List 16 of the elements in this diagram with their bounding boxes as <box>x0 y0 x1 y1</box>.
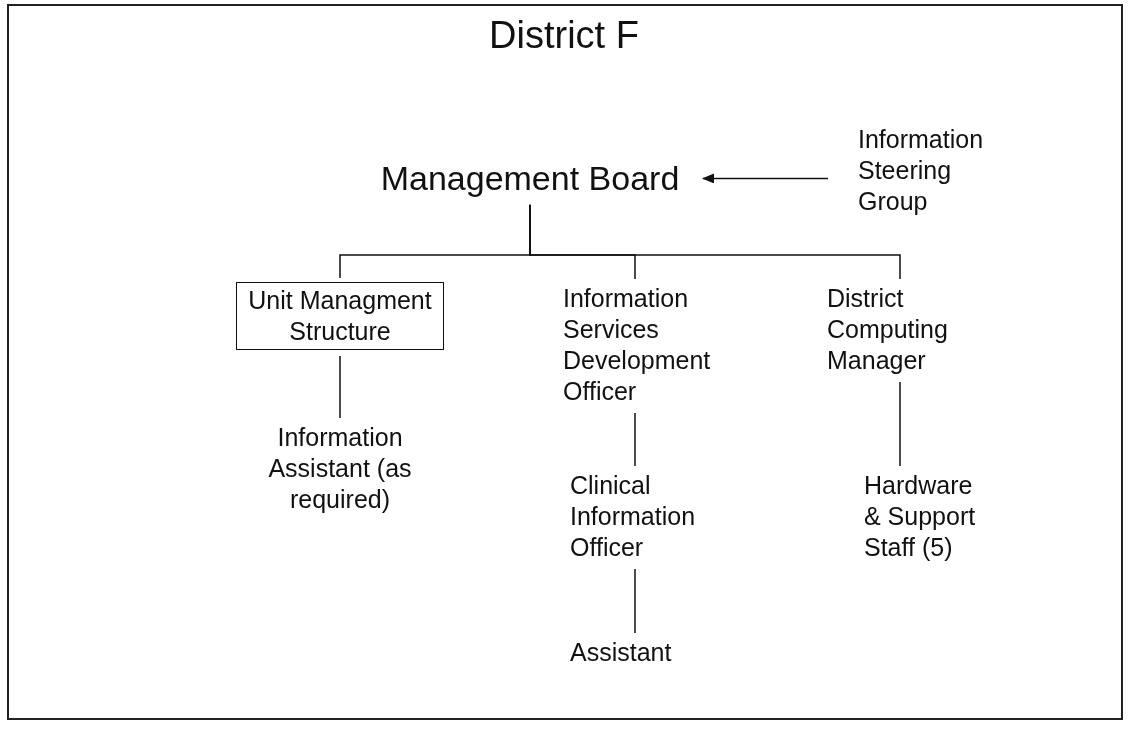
connector-line <box>634 568 636 634</box>
connector-line <box>529 204 901 280</box>
org-unit-label: Clinical Information Officer <box>570 470 750 563</box>
connector-line <box>339 355 341 419</box>
connector-line <box>634 412 636 467</box>
org-unit-label: Assistant <box>570 637 730 668</box>
org-unit-label: Information Assistant (as required) <box>255 422 425 515</box>
org-unit-label: District Computing Manager <box>827 283 987 376</box>
org-unit-label: Information Services Development Officer <box>563 283 763 407</box>
org-unit-label: Management Board <box>365 158 695 199</box>
diagram-title: District F <box>488 14 640 57</box>
unit-box: Unit Managment Structure <box>236 282 444 350</box>
arrow <box>702 173 829 184</box>
org-unit-label: Information Steering Group <box>858 124 1008 217</box>
connector-line <box>899 381 901 467</box>
org-unit-label: Hardware & Support Staff (5) <box>864 470 989 563</box>
